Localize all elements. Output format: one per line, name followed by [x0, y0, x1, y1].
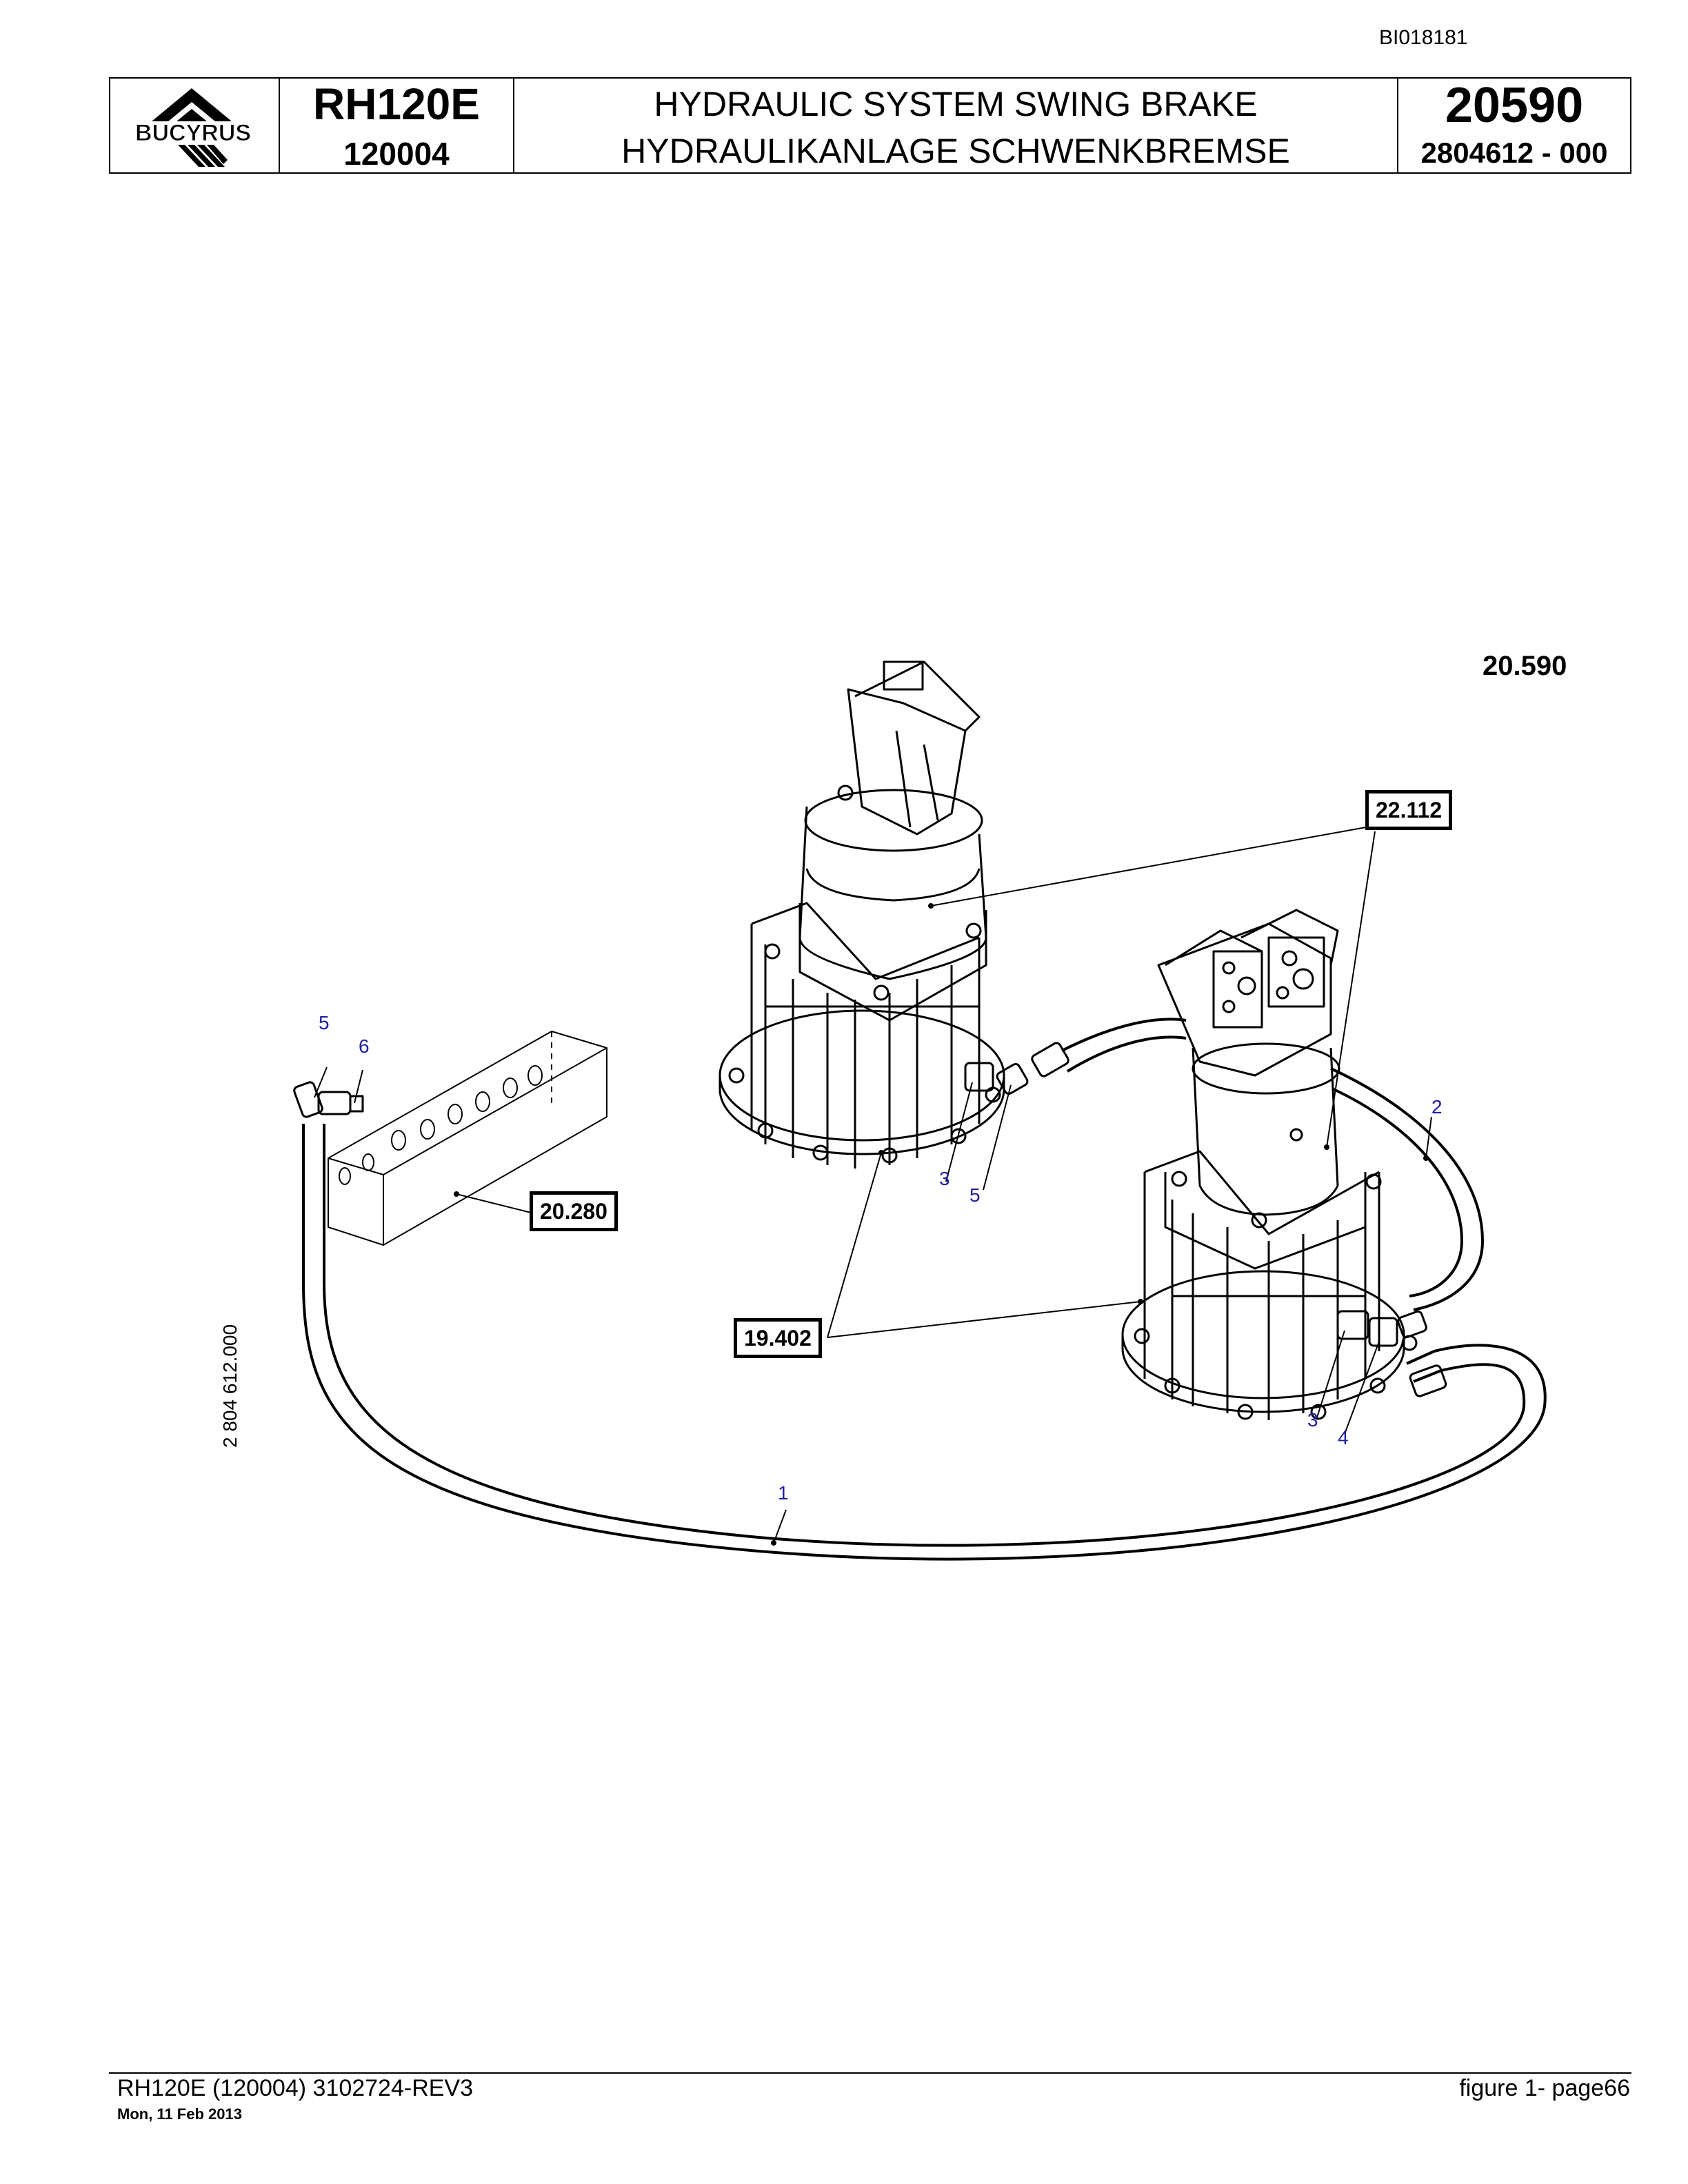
title-english: HYDRAULIC SYSTEM SWING BRAKE — [654, 85, 1258, 123]
title-block: BUCYRUS RH120E 120004 HYDRAULIC SYSTEM S… — [109, 77, 1631, 174]
callout-5-middle: 5 — [969, 1184, 981, 1206]
hose-2 — [1061, 1018, 1484, 1311]
callout-4: 4 — [1338, 1427, 1349, 1448]
group-number: 20590 — [1445, 78, 1584, 133]
ref-22-112[interactable]: 22.112 — [1365, 790, 1453, 830]
number-cell: 20590 2804612 - 000 — [1398, 78, 1630, 172]
footer-page: figure 1- page66 — [1459, 2075, 1630, 2101]
part-number: 2804612 - 000 — [1420, 136, 1608, 169]
footer-divider — [109, 2072, 1631, 2074]
callout-3-right: 3 — [1307, 1409, 1318, 1430]
swing-motor-left — [719, 660, 1005, 1169]
logo-cell: BUCYRUS — [110, 79, 280, 172]
figure-number: 20.590 — [1483, 651, 1567, 681]
serial-number: 120004 — [343, 136, 450, 172]
hose-1 — [302, 1124, 1547, 1561]
bucyrus-logo: BUCYRUS — [134, 88, 252, 167]
callout-5-top: 5 — [319, 1012, 330, 1033]
ref-19-402[interactable]: 19.402 — [734, 1318, 822, 1358]
title-german: HYDRAULIKANLAGE SCHWENKBREMSE — [621, 132, 1290, 170]
callout-2: 2 — [1431, 1096, 1443, 1118]
model-name: RH120E — [313, 79, 480, 129]
manifold-block — [328, 1031, 607, 1246]
title-cell: HYDRAULIC SYSTEM SWING BRAKE HYDRAULIKAN… — [514, 79, 1398, 172]
footer-date: Mon, 11 Feb 2013 — [117, 2105, 242, 2123]
callout-6: 6 — [359, 1035, 370, 1057]
ref-20-280[interactable]: 20.280 — [530, 1191, 618, 1231]
swing-motor-right — [1121, 909, 1418, 1420]
callout-1: 1 — [778, 1482, 789, 1504]
fittings — [293, 1062, 1427, 1347]
drawing-number: 2 804 612.000 — [219, 1324, 241, 1448]
document-id: BI018181 — [1379, 26, 1468, 49]
footer-doc-ref: RH120E (120004) 3102724-REV3 — [117, 2075, 474, 2101]
model-cell: RH120E 120004 — [280, 79, 514, 172]
callout-3-left: 3 — [939, 1168, 950, 1189]
logo-text: BUCYRUS — [135, 120, 251, 146]
